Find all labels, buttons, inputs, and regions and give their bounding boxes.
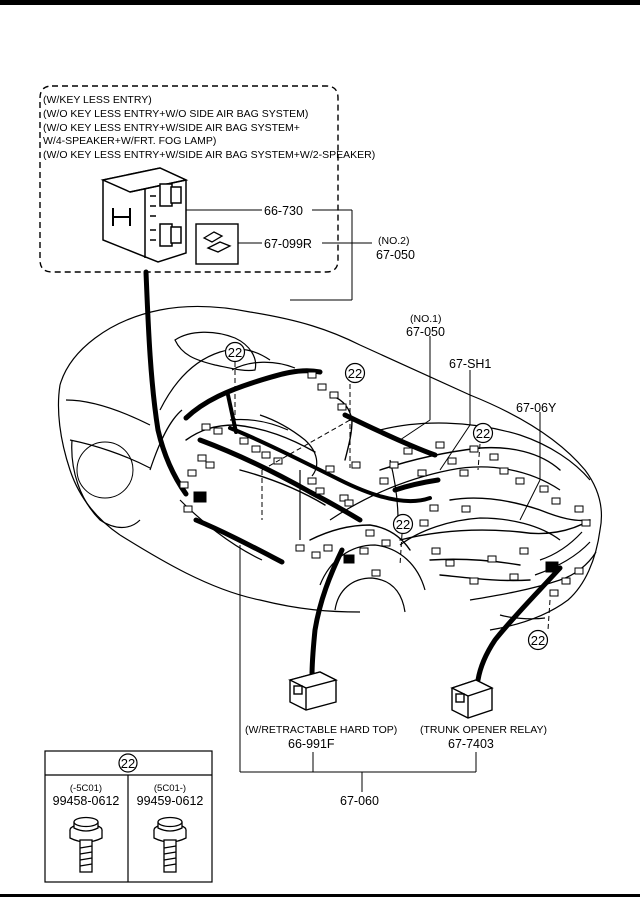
callout-leaders: [234, 362, 551, 631]
relay-drawing: [195, 223, 239, 265]
callout-22-e-label: 22: [531, 633, 545, 648]
callout-22-c-label: 22: [476, 426, 490, 441]
inset-note-5: (W/O KEY LESS ENTRY+W/SIDE AIR BAG SYSTE…: [43, 149, 375, 161]
part-67-7403: 67-7403: [448, 737, 494, 751]
inset-note-1: (W/KEY LESS ENTRY): [43, 94, 152, 106]
callout-22-a-label: 22: [228, 345, 242, 360]
bolt-right-drawing: [153, 816, 187, 873]
note-no1: (NO.1): [410, 313, 442, 325]
bolt-right-part: 99459-0612: [137, 794, 204, 808]
part-66-730: 66-730: [264, 204, 303, 218]
part-67-06Y: 67-06Y: [516, 401, 557, 415]
inset-leaders: [186, 209, 372, 301]
callout-22-d-label: 22: [396, 517, 410, 532]
inset-note-4: W/4-SPEAKER+W/FRT. FOG LAMP): [43, 135, 216, 147]
top-rule: [0, 0, 640, 5]
bolt-table: [44, 750, 213, 883]
inset-box: [39, 85, 339, 273]
bolt-table-header-label: 22: [121, 756, 135, 771]
car-body: [57, 305, 603, 631]
part-67-050-no1: 67-050: [406, 325, 445, 339]
callout-22-e: 22: [527, 629, 549, 651]
callout-22-b: 22: [344, 362, 366, 384]
wiring-harness: [143, 269, 591, 683]
bracket-67-060: [239, 545, 477, 792]
callout-22-d: 22: [392, 513, 414, 535]
bolt-left-drawing: [69, 816, 103, 873]
bolt-left-note: (-5C01): [70, 783, 102, 794]
part-67-060: 67-060: [340, 794, 379, 808]
connectors: [179, 371, 591, 597]
inset-note-3: (W/O KEY LESS ENTRY+W/SIDE AIR BAG SYSTE…: [43, 122, 300, 134]
note-trunk-opener: (TRUNK OPENER RELAY): [420, 724, 547, 736]
part-67-050-no2: 67-050: [376, 248, 415, 262]
note-no2: (NO.2): [378, 235, 410, 247]
control-module-drawing: [100, 167, 189, 263]
bottom-rule: [0, 894, 640, 897]
part-67-099R: 67-099R: [264, 237, 312, 251]
connector-66-991F-drawing: [288, 671, 338, 711]
part-66-991F: 66-991F: [288, 737, 335, 751]
callout-22-a: 22: [224, 341, 246, 363]
callout-22-c: 22: [472, 422, 494, 444]
bolt-right-note: (5C01-): [154, 783, 186, 794]
inset-note-2: (W/O KEY LESS ENTRY+W/O SIDE AIR BAG SYS…: [43, 108, 308, 120]
note-retractable: (W/RETRACTABLE HARD TOP): [245, 724, 397, 736]
trunk-relay-drawing: [450, 679, 494, 719]
bolt-table-header: 22: [118, 753, 138, 773]
callout-22-b-label: 22: [348, 366, 362, 381]
part-67-SH1: 67-SH1: [449, 357, 491, 371]
bolt-left-part: 99458-0612: [53, 794, 120, 808]
right-leaders: [399, 336, 541, 521]
